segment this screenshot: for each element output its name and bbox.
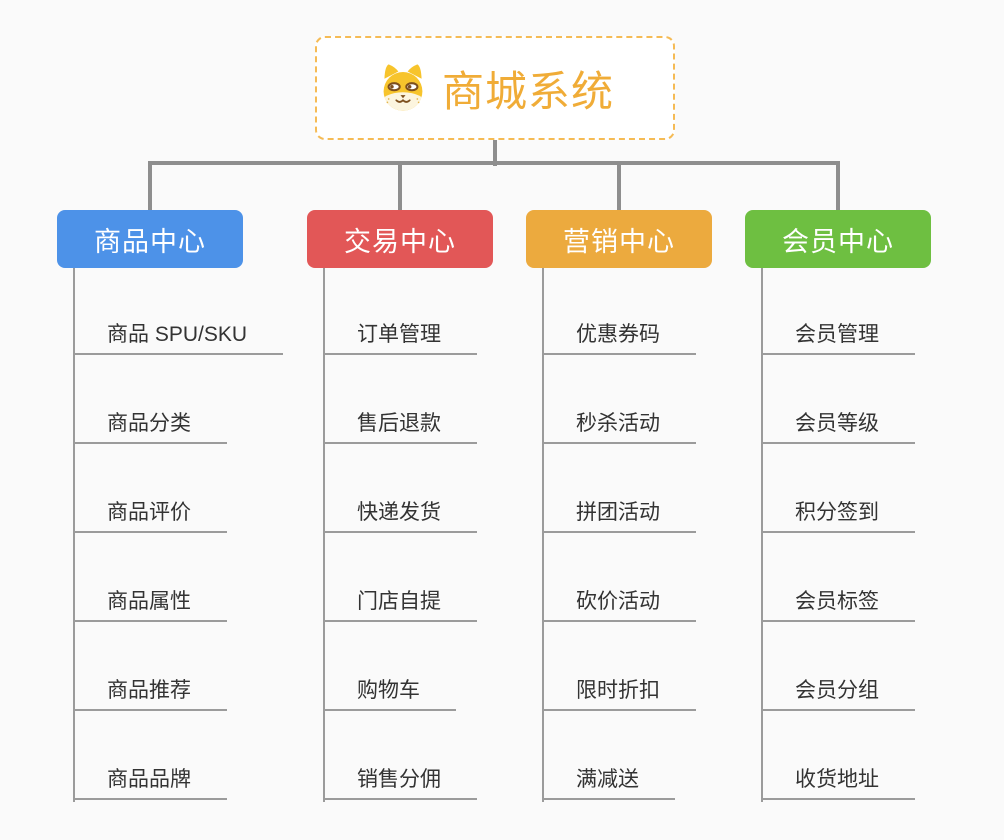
branch-column-4: 会员中心会员管理会员等级积分签到会员标签会员分组收货地址	[745, 210, 931, 802]
branch-item-label: 会员分组	[795, 679, 879, 702]
branch-drop-line	[836, 163, 840, 211]
root-title: 商城系统	[441, 67, 614, 115]
branch-header[interactable]: 商品中心	[57, 210, 243, 268]
branch-items: 订单管理售后退款快递发货门店自提购物车销售分佣	[323, 266, 477, 800]
branch-item-label: 优惠券码	[576, 323, 660, 346]
branch-item[interactable]: 快递发货	[323, 444, 477, 533]
branch-item[interactable]: 砍价活动	[542, 533, 696, 622]
branch-item[interactable]: 商品 SPU/SKU	[73, 266, 284, 355]
branch-column-3: 营销中心优惠券码秒杀活动拼团活动砍价活动限时折扣满减送	[526, 210, 712, 802]
branch-item-label: 快递发货	[357, 501, 441, 524]
root-connector-line	[493, 140, 497, 166]
branch-item[interactable]: 商品属性	[73, 533, 227, 622]
branch-item-label: 购物车	[357, 679, 420, 702]
branch-item[interactable]: 会员等级	[761, 355, 915, 444]
branch-item[interactable]: 门店自提	[323, 533, 477, 622]
branch-items: 商品 SPU/SKU 商品分类商品评价商品属性商品推荐商品品牌	[73, 266, 284, 800]
branch-items: 优惠券码秒杀活动拼团活动砍价活动限时折扣满减送	[542, 266, 696, 800]
shiba-dog-icon	[383, 64, 423, 111]
branch-item[interactable]: 积分签到	[761, 444, 915, 533]
branch-item-label: 拼团活动	[576, 501, 660, 524]
branch-item[interactable]: 商品分类	[73, 355, 227, 444]
branch-item-label: 会员等级	[795, 412, 879, 435]
branch-spine-line	[542, 268, 544, 802]
branch-column-1: 商品中心商品 SPU/SKU 商品分类商品评价商品属性商品推荐商品品牌	[57, 210, 284, 802]
branch-header-label: 商品中心	[94, 226, 206, 257]
branch-header[interactable]: 交易中心	[307, 210, 493, 268]
branch-item-label: 销售分佣	[357, 768, 441, 791]
branch-item[interactable]: 商品品牌	[73, 711, 227, 800]
branch-item[interactable]: 秒杀活动	[542, 355, 696, 444]
branch-item[interactable]: 限时折扣	[542, 622, 696, 711]
branch-header-label: 营销中心	[563, 226, 675, 257]
branch-item[interactable]: 会员标签	[761, 533, 915, 622]
branch-header-label: 会员中心	[782, 226, 894, 257]
branch-spine-line	[323, 268, 325, 802]
branch-item-label: 订单管理	[357, 323, 441, 346]
branch-item-label: 商品推荐	[107, 679, 191, 702]
branch-item-label: 满减送	[576, 768, 639, 791]
branch-item-label: 商品品牌	[107, 768, 191, 791]
branch-item[interactable]: 满减送	[542, 711, 675, 800]
branch-item-label: 收货地址	[795, 768, 879, 791]
branch-bus-line	[148, 161, 840, 165]
branch-item[interactable]: 收货地址	[761, 711, 915, 800]
branch-item-label: 商品评价	[107, 501, 191, 524]
branch-item-label: 会员标签	[795, 590, 879, 613]
branch-header[interactable]: 会员中心	[745, 210, 931, 268]
branch-item-label: 砍价活动	[576, 590, 660, 613]
branch-item-label: 会员管理	[795, 323, 879, 346]
branch-item[interactable]: 拼团活动	[542, 444, 696, 533]
branch-item[interactable]: 订单管理	[323, 266, 477, 355]
root-node[interactable]: 商城系统	[315, 36, 675, 140]
branch-drop-line	[148, 163, 152, 211]
branch-spine-line	[73, 268, 75, 802]
branch-item-label: 商品分类	[107, 412, 191, 435]
branch-items: 会员管理会员等级积分签到会员标签会员分组收货地址	[761, 266, 915, 800]
branch-item-label: 售后退款	[357, 412, 441, 435]
branch-drop-line	[617, 163, 621, 211]
branch-item-label: 秒杀活动	[576, 412, 660, 435]
branch-item-label: 商品属性	[107, 590, 191, 613]
branch-spine-line	[761, 268, 763, 802]
branch-drop-line	[398, 163, 402, 211]
branch-item[interactable]: 会员分组	[761, 622, 915, 711]
branch-item[interactable]: 优惠券码	[542, 266, 696, 355]
branch-column-2: 交易中心订单管理售后退款快递发货门店自提购物车销售分佣	[307, 210, 493, 802]
branch-item[interactable]: 销售分佣	[323, 711, 477, 800]
branch-header-label: 交易中心	[344, 226, 456, 257]
branch-item[interactable]: 会员管理	[761, 266, 915, 355]
branch-header[interactable]: 营销中心	[526, 210, 712, 268]
branch-item[interactable]: 售后退款	[323, 355, 477, 444]
branch-item-label: 积分签到	[795, 501, 879, 524]
branch-item-label: 门店自提	[357, 590, 441, 613]
branch-item-label: 商品 SPU/SKU	[107, 323, 248, 346]
branch-item[interactable]: 商品评价	[73, 444, 227, 533]
branch-item[interactable]: 购物车	[323, 622, 456, 711]
branch-item[interactable]: 商品推荐	[73, 622, 227, 711]
branch-item-label: 限时折扣	[576, 679, 660, 702]
